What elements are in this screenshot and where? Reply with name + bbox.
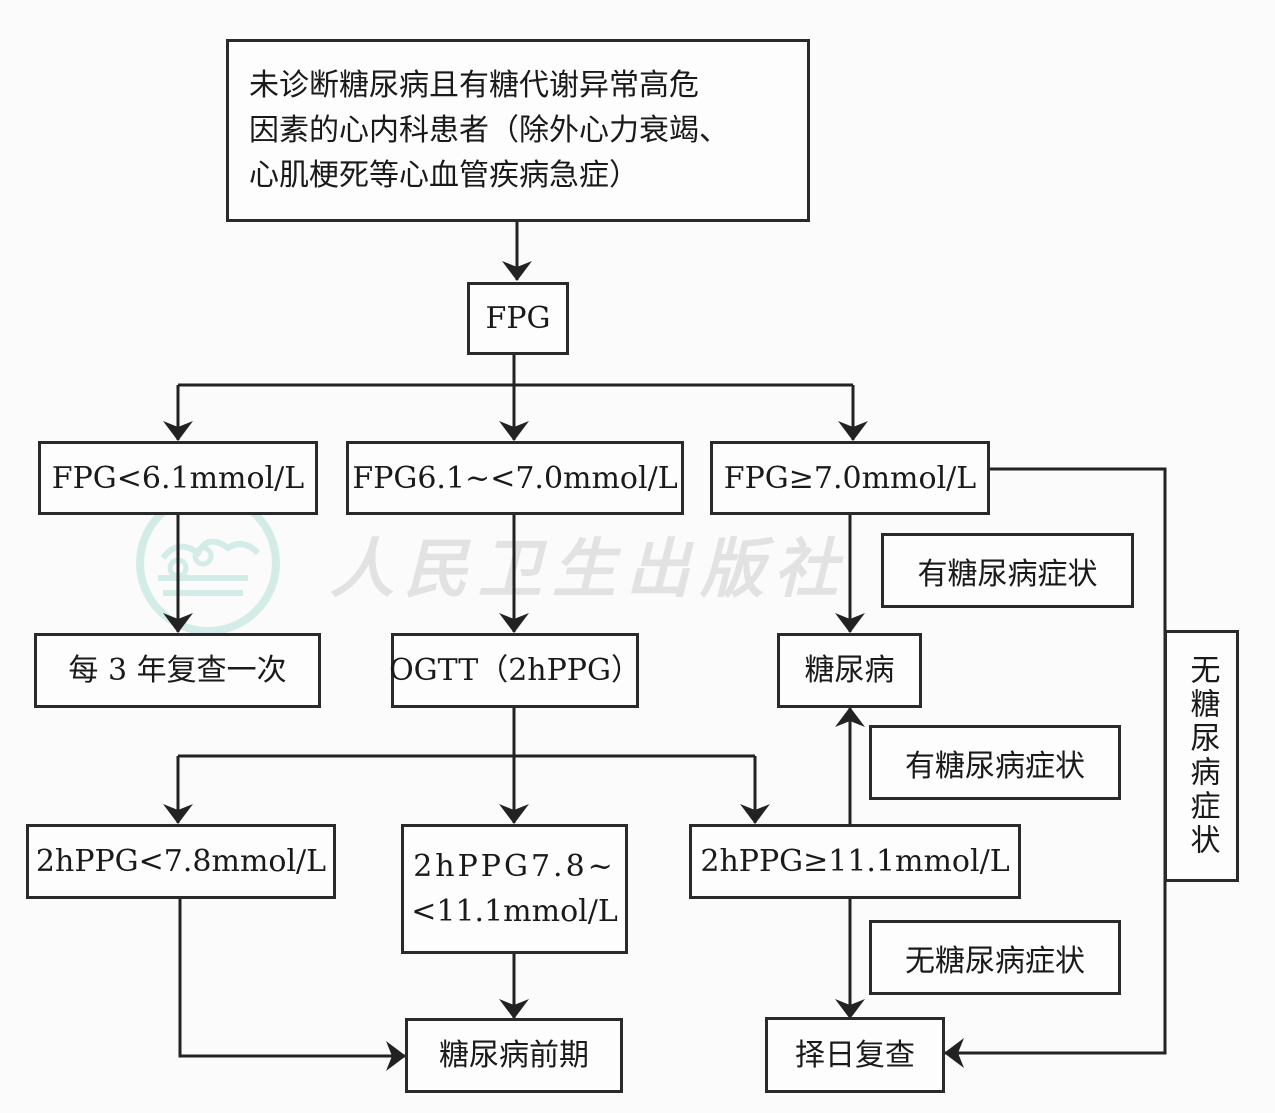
recheck-another-day-node: 择日复查 bbox=[765, 1017, 945, 1093]
no-symptoms-label-fpg: 无糖尿病症状 bbox=[1164, 630, 1239, 882]
fpg-high-label: FPG≥7.0mmol/L bbox=[723, 460, 977, 496]
start-node-line-3: 心肌梗死等心血管疾病急症） bbox=[249, 158, 639, 193]
start-node: 未诊断糖尿病且有糖代谢异常高危 因素的心内科患者（除外心力衰竭、 心肌梗死等心血… bbox=[226, 39, 810, 222]
symptoms-label-ppg: 有糖尿病症状 bbox=[869, 725, 1121, 800]
recheck-3-years-label: 每 3 年复查一次 bbox=[68, 653, 287, 688]
fpg-node-label: FPG bbox=[485, 301, 551, 336]
no-symptoms-label-fpg-text: 无糖尿病症状 bbox=[1184, 654, 1220, 858]
ppg-high-label: 2hPPG≥11.1mmol/L bbox=[700, 844, 1010, 879]
recheck-another-day-label: 择日复查 bbox=[795, 1037, 915, 1073]
no-symptoms-label-ppg-text: 无糖尿病症状 bbox=[905, 943, 1085, 979]
fpg-node: FPG bbox=[467, 282, 569, 355]
ogtt-node: OGTT（2hPPG） bbox=[389, 633, 641, 708]
recheck-3-years-node: 每 3 年复查一次 bbox=[34, 633, 321, 708]
no-symptoms-label-ppg: 无糖尿病症状 bbox=[869, 920, 1121, 995]
fpg-mid-node: FPG6.1~<7.0mmol/L bbox=[346, 441, 684, 515]
diabetes-label: 糖尿病 bbox=[804, 653, 895, 688]
ppg-low-node: 2hPPG<7.8mmol/L bbox=[26, 824, 336, 899]
start-node-line-1: 未诊断糖尿病且有糖代谢异常高危 bbox=[249, 68, 699, 103]
ppg-mid-line-2: <11.1mmol/L bbox=[411, 894, 618, 929]
start-node-line-2: 因素的心内科患者（除外心力衰竭、 bbox=[249, 113, 729, 148]
fpg-low-node: FPG<6.1mmol/L bbox=[38, 441, 318, 515]
ppg-low-label: 2hPPG<7.8mmol/L bbox=[35, 844, 327, 879]
fpg-mid-label: FPG6.1~<7.0mmol/L bbox=[352, 460, 678, 496]
symptoms-label-fpg: 有糖尿病症状 bbox=[881, 533, 1134, 608]
ppg-mid-line-1: 2hPPG7.8~ bbox=[413, 849, 616, 884]
ppg-high-node: 2hPPG≥11.1mmol/L bbox=[689, 824, 1021, 899]
prediabetes-label: 糖尿病前期 bbox=[439, 1038, 589, 1073]
edge-ppg-low-to-prediabetes bbox=[178, 898, 406, 1071]
diabetes-node: 糖尿病 bbox=[777, 633, 922, 708]
symptoms-label-fpg-text: 有糖尿病症状 bbox=[917, 556, 1098, 592]
prediabetes-node: 糖尿病前期 bbox=[405, 1018, 623, 1093]
ppg-mid-node: 2hPPG7.8~ <11.1mmol/L bbox=[401, 824, 628, 954]
fpg-low-label: FPG<6.1mmol/L bbox=[51, 460, 305, 496]
symptoms-label-ppg-text: 有糖尿病症状 bbox=[905, 748, 1085, 784]
ogtt-label: OGTT（2hPPG） bbox=[389, 653, 641, 688]
fpg-high-node: FPG≥7.0mmol/L bbox=[710, 441, 990, 515]
